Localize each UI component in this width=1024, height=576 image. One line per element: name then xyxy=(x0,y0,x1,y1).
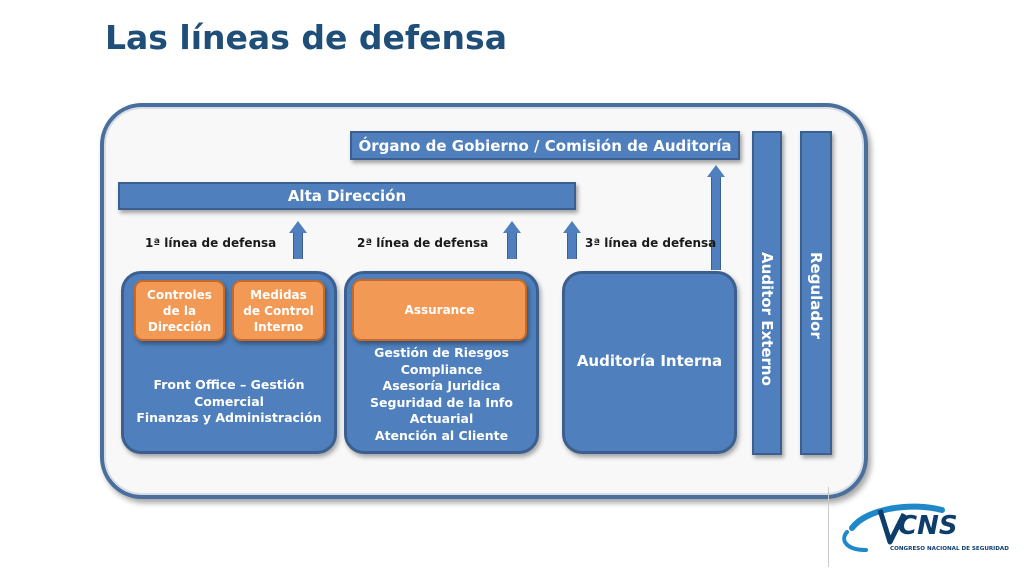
first-line-label: 1ª línea de defensa xyxy=(145,236,277,250)
medidas-control-box: Medidas de Control Interno xyxy=(232,280,325,341)
first-line-text: Front Office – Gestión Comercial Finanza… xyxy=(121,377,337,427)
cns-logo-text: CNS xyxy=(898,511,958,541)
auditor-externo-label: Auditor Externo xyxy=(758,252,776,386)
second-line-text: Gestión de Riesgos Compliance Asesoría J… xyxy=(344,345,539,444)
assurance-label: Assurance xyxy=(404,303,475,317)
organo-gobierno-bar: Órgano de Gobierno / Comisión de Auditor… xyxy=(350,131,740,160)
cns-logo-subtitle: CONGRESO NACIONAL DE SEGURIDAD xyxy=(890,546,1009,552)
alta-direccion-label: Alta Dirección xyxy=(287,187,407,205)
slide-title: Las líneas de defensa xyxy=(105,18,507,57)
second-line-text-2: Compliance xyxy=(400,361,483,377)
controles-direccion-box: Controles de la Dirección xyxy=(134,280,225,341)
third-line-label: 3ª línea de defensa xyxy=(585,236,717,250)
second-line-label: 2ª línea de defensa xyxy=(357,236,489,250)
second-line-text-5: Actuarial xyxy=(409,411,474,426)
assurance-box: Assurance xyxy=(352,279,527,341)
controles-line-1: Controles xyxy=(147,287,212,302)
second-line-text-3: Asesoría Juridica xyxy=(382,378,501,393)
first-line-text-3: Finanzas y Administración xyxy=(136,410,322,425)
second-line-text-4: Seguridad de la Info xyxy=(370,394,513,410)
medidas-line-1: Medidas xyxy=(250,287,307,302)
controles-line-2: de la xyxy=(162,303,197,318)
medidas-line-3: Interno xyxy=(253,319,304,334)
first-line-text-2: Comercial xyxy=(194,393,264,409)
cns-logo: CNS CONGRESO NACIONAL DE SEGURIDAD xyxy=(842,503,1009,552)
controles-line-3: Dirección xyxy=(147,319,212,334)
second-line-text-6: Atención al Cliente xyxy=(374,427,509,443)
alta-direccion-bar: Alta Dirección xyxy=(118,182,576,210)
first-line-text-1: Front Office – Gestión xyxy=(153,377,305,392)
auditor-externo-bar xyxy=(752,131,782,455)
regulador-bar xyxy=(800,131,832,455)
third-line-box xyxy=(562,271,737,454)
organo-gobierno-label: Órgano de Gobierno / Comisión de Auditor… xyxy=(358,136,732,155)
auditoria-interna-label: Auditoría Interna xyxy=(576,352,723,370)
second-line-text-1: Gestión de Riesgos xyxy=(374,345,509,360)
regulador-label: Regulador xyxy=(807,252,825,339)
medidas-line-2: de Control xyxy=(243,303,314,318)
logo-divider xyxy=(828,487,829,567)
